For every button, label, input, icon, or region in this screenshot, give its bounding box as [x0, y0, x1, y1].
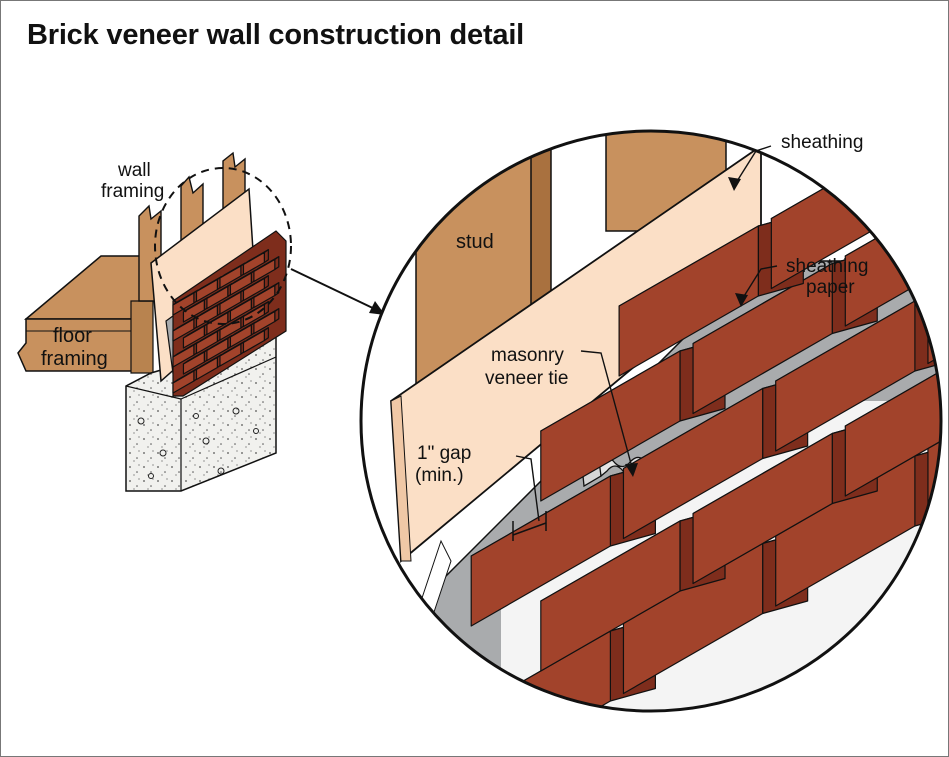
label-gap-2: (min.) — [415, 465, 464, 486]
brick — [253, 308, 280, 335]
brick — [172, 289, 199, 316]
brick — [253, 282, 280, 309]
brick — [927, 355, 941, 520]
diagram-title: Brick veneer wall construction detail — [27, 19, 525, 51]
label-sheathing-paper-1: sheathing — [786, 256, 868, 277]
label-wall-framing-1: wall — [117, 160, 151, 181]
detail-callout-circle — [154, 167, 292, 325]
label-sheathing: sheathing — [781, 132, 863, 153]
label-sheathing-paper-2: paper — [806, 277, 855, 298]
brick — [242, 327, 269, 354]
label-floor-framing-1: floor — [53, 325, 92, 347]
leader-lines — [515, 145, 778, 522]
brick — [195, 276, 222, 303]
overview-brick-veneer — [172, 230, 287, 397]
brick — [242, 249, 269, 276]
brick — [229, 295, 256, 322]
magnified-detail — [359, 129, 943, 713]
brick — [242, 275, 269, 302]
brick — [927, 200, 941, 365]
brick — [692, 250, 878, 415]
brick — [253, 256, 280, 283]
label-masonry-tie-1: masonry — [491, 345, 564, 366]
detail-brick-veneer — [470, 131, 941, 711]
overview-illustration — [17, 151, 385, 492]
label-stud: stud — [456, 231, 494, 253]
brick — [242, 301, 269, 328]
label-gap-1: 1" gap — [417, 443, 471, 464]
label-masonry-tie-2: veneer tie — [485, 368, 568, 389]
brick — [922, 131, 941, 202]
label-floor-framing-2: framing — [41, 348, 108, 370]
gap-marker — [512, 511, 547, 541]
label-wall-framing-2: framing — [101, 181, 164, 202]
detail-circle-outline — [359, 129, 943, 713]
brick — [172, 315, 199, 342]
brick — [692, 420, 878, 585]
